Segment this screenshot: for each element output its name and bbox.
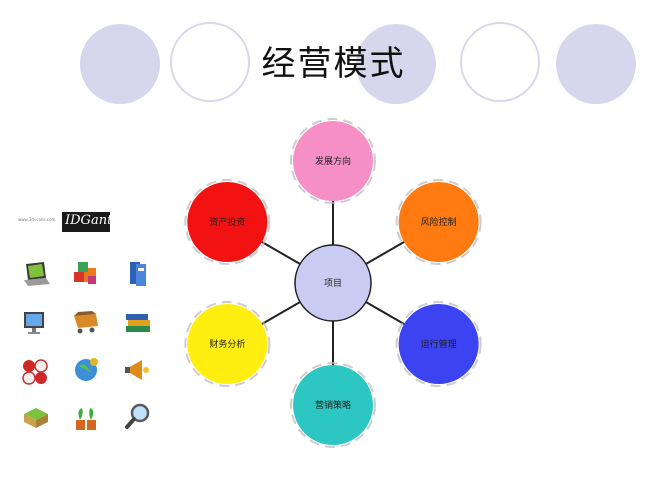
node-dashed-ring — [290, 362, 376, 448]
magnifier-icon — [125, 403, 150, 429]
book-files-icon — [130, 262, 146, 286]
node-circle — [398, 304, 479, 384]
node-dashed-ring — [395, 301, 482, 387]
gift-boxes-icon — [74, 262, 96, 284]
decorative-circle — [556, 24, 636, 104]
logo-text: IDGant — [65, 213, 113, 228]
node-yunxing-guanli: 运行管理 — [395, 301, 482, 387]
center-circle — [294, 244, 372, 322]
megaphone-icon — [125, 360, 149, 380]
recycle-box-icon — [24, 408, 48, 428]
plant-pots-icon — [76, 408, 96, 430]
brand-logo: www.3d-icons.com IDGant — [18, 208, 113, 234]
node-circle — [187, 182, 268, 262]
books-stack-icon — [126, 314, 150, 332]
node-dashed-ring — [290, 118, 376, 204]
node-label: 发展方向 — [315, 155, 351, 167]
node-label: 营销策略 — [315, 399, 351, 411]
page-title: 经营模式 — [261, 44, 406, 84]
node-yingxiao-celue: 营销策略 — [290, 362, 376, 448]
poker-chips-icon — [22, 359, 48, 385]
node-circle — [293, 121, 373, 201]
globe-gears-icon — [75, 358, 98, 381]
center-node: 项目 — [294, 244, 372, 322]
decorative-circle — [80, 24, 160, 104]
node-fengxian-kongzhi: 风险控制 — [395, 179, 482, 265]
logo-box: IDGant — [62, 212, 113, 232]
node-fazhan-fangxiang: 发展方向 — [290, 118, 376, 204]
laptop-icon — [24, 262, 50, 286]
decorative-ring — [170, 22, 250, 102]
center-label: 项目 — [324, 278, 342, 289]
spoke-line — [365, 301, 405, 325]
node-circle — [187, 304, 268, 384]
logo-small-text: www.3d-icons.com — [18, 217, 56, 222]
spokes — [261, 201, 405, 365]
node-label: 运行管理 — [421, 338, 457, 350]
node-circle — [293, 365, 373, 445]
node-dashed-ring — [395, 179, 482, 265]
node-label: 资产投资 — [209, 216, 245, 228]
decorative-circle — [356, 24, 436, 104]
node-circle — [398, 182, 479, 262]
node-caiwu-fenxi: 财务分析 — [184, 301, 271, 387]
decorative-ring — [460, 22, 540, 102]
monitor-icon — [24, 312, 44, 334]
spoke-line — [261, 301, 301, 325]
spoke-line — [261, 241, 301, 265]
cart-icon — [74, 311, 98, 334]
node-dashed-ring — [184, 179, 271, 265]
node-label: 财务分析 — [209, 338, 245, 350]
spoke-line — [365, 241, 405, 265]
node-dashed-ring — [184, 301, 271, 387]
node-label: 风险控制 — [421, 216, 457, 228]
node-zichan-touzi: 资产投资 — [184, 179, 271, 265]
